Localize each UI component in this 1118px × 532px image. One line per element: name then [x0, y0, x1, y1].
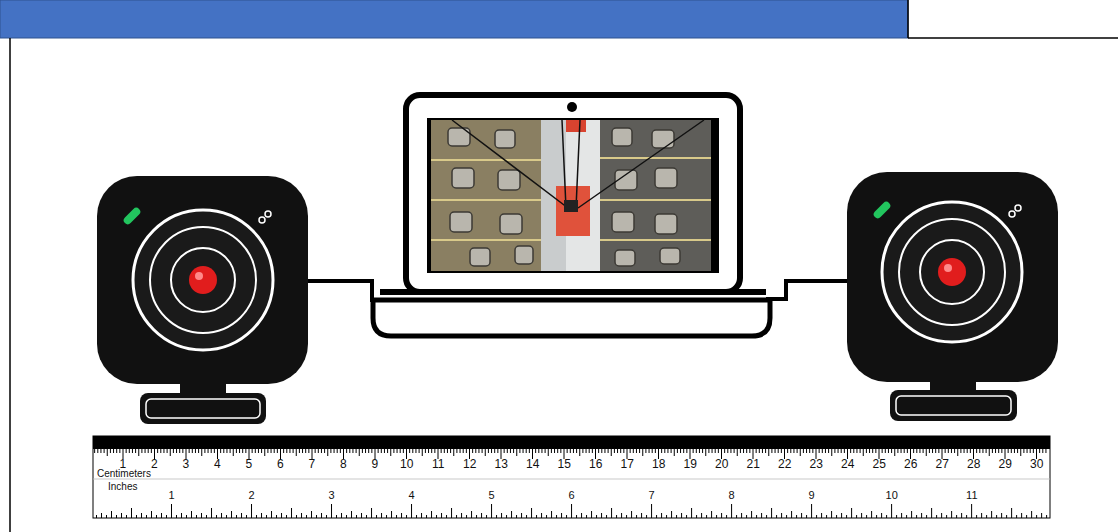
inch-number: 6: [569, 490, 575, 501]
spreader: [564, 200, 578, 212]
laptop-base: [373, 300, 770, 336]
cm-number: 21: [747, 458, 760, 470]
cm-number: 12: [463, 458, 476, 470]
plant-area: [431, 120, 541, 271]
cm-number: 2: [151, 458, 158, 470]
screen-bg: [431, 120, 711, 271]
inch-number: 4: [409, 490, 415, 501]
inch-number: 9: [809, 490, 815, 501]
inch-number: 1: [169, 490, 175, 501]
frame-line: [9, 38, 11, 532]
ruler-divider: [93, 479, 1050, 480]
cm-number: 19: [684, 458, 697, 470]
cm-number: 28: [967, 458, 980, 470]
cm-number: 30: [1030, 458, 1043, 470]
scale-name: Inches: [108, 482, 137, 492]
inch-number: 7: [649, 490, 655, 501]
frame-line: [907, 0, 909, 38]
screen: [427, 118, 719, 273]
ruler-body: [93, 436, 1050, 518]
screen-image: [427, 118, 719, 273]
crane-hook: [566, 120, 586, 132]
cm-number: 8: [340, 458, 347, 470]
webcam: [97, 176, 308, 424]
inch-number: 5: [489, 490, 495, 501]
cm-number: 6: [277, 458, 284, 470]
cm-number: 26: [904, 458, 917, 470]
inch-number: 11: [966, 490, 977, 501]
laptop-hinge: [380, 289, 766, 295]
inch-number: 2: [249, 490, 255, 501]
cm-number: 20: [715, 458, 728, 470]
cm-number: 17: [621, 458, 634, 470]
load: [556, 186, 590, 236]
cable-line: [452, 120, 704, 208]
walkway: [431, 158, 711, 240]
cm-number: 23: [810, 458, 823, 470]
floor-lane: [541, 120, 600, 271]
cm-number: 22: [778, 458, 791, 470]
laptop-lid: [406, 95, 740, 292]
cm-number: 18: [652, 458, 665, 470]
cm-number: 4: [214, 458, 221, 470]
cm-number: 5: [246, 458, 253, 470]
usb-cable: [766, 281, 847, 299]
laptop: [373, 95, 770, 336]
laptop-camera: [567, 102, 577, 112]
cm-number: 7: [309, 458, 316, 470]
cm-number: 24: [841, 458, 854, 470]
cm-number: 15: [558, 458, 571, 470]
inch-number: 3: [329, 490, 335, 501]
usb-cable: [308, 281, 392, 300]
cm-number: 27: [936, 458, 949, 470]
scale-name: Centimeters: [97, 469, 151, 479]
cm-number: 16: [589, 458, 602, 470]
cm-number: 11: [432, 458, 444, 470]
cm-number: 3: [183, 458, 190, 470]
inch-ticks: [97, 504, 1047, 518]
cm-number: 14: [526, 458, 539, 470]
cm-number: 9: [372, 458, 379, 470]
inch-number: 10: [886, 490, 898, 501]
webcam: [847, 172, 1058, 421]
cm-number: 13: [495, 458, 508, 470]
plant-area: [600, 120, 711, 271]
cm-number: 25: [873, 458, 886, 470]
ruler: [93, 436, 1050, 518]
frame-line: [908, 37, 1118, 39]
inch-number: 8: [729, 490, 735, 501]
header-bar: [0, 0, 908, 38]
cm-number: 10: [400, 458, 413, 470]
cm-number: 29: [999, 458, 1012, 470]
ruler-band: [93, 436, 1050, 449]
